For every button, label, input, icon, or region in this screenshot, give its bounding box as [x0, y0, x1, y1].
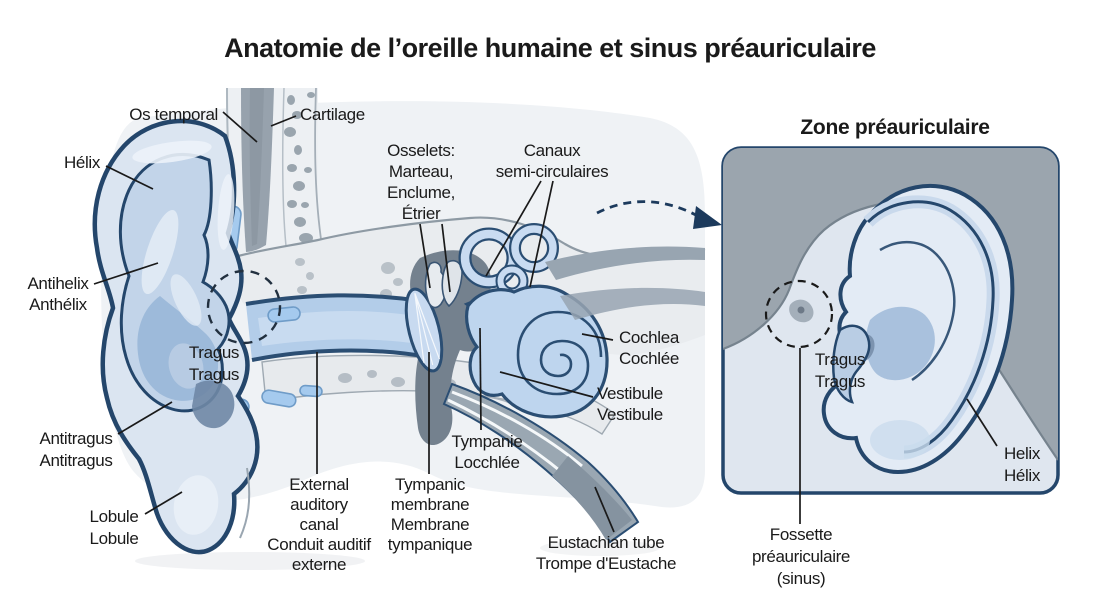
- label-lobule-en: Lobule: [90, 507, 139, 526]
- pinna: [92, 118, 260, 555]
- leader-antitragus: [117, 401, 173, 435]
- label-canals-1: Canaux: [524, 141, 581, 160]
- bone-speckles-column: [284, 92, 315, 243]
- label-cartilage: Cartilage: [300, 105, 365, 124]
- leader-lines: [93, 111, 615, 533]
- inset-dashed-circle-icon: [764, 279, 834, 349]
- label-antitragus-en: Antitragus: [39, 429, 112, 448]
- inset-title: Zone préauriculaire: [800, 116, 989, 139]
- label-helix: Hélix: [64, 153, 101, 172]
- label-lobule-fr: Lobule: [90, 529, 139, 548]
- label-tympanic-membrane-4: tympanique: [388, 535, 472, 554]
- main-labels: Os temporal Cartilage Hélix Antihelix An…: [27, 105, 680, 574]
- inset-label-helix-en: Helix: [1004, 444, 1041, 463]
- leader-helix: [105, 165, 154, 190]
- label-vestibule-fr: Vestibule: [597, 405, 663, 424]
- leader-tympanic-cavity: [479, 327, 482, 431]
- label-ossicles-3: Enclume,: [387, 183, 455, 202]
- intertragic-shadow: [192, 380, 235, 429]
- inset-label-fossette-1: Fossette: [770, 525, 832, 544]
- label-external-canal-5: externe: [292, 555, 346, 574]
- inset-panel: Zone préauriculaire: [721, 116, 1060, 588]
- inner-ear: [458, 223, 609, 419]
- leader-antihelix: [93, 262, 159, 285]
- label-antitragus-fr: Antitragus: [39, 451, 112, 470]
- label-cochlea-fr: Cochlée: [619, 349, 679, 368]
- sinus-smudge: [789, 299, 814, 323]
- inset-label-fossette-3: (sinus): [777, 569, 826, 588]
- preauricular-sinus-circle-icon: [206, 269, 282, 345]
- label-ossicles-1: Osselets:: [387, 141, 455, 160]
- leader-vestibule: [499, 371, 594, 398]
- leader-eustachian: [594, 486, 615, 533]
- leader-canals-1: [485, 180, 542, 277]
- inset-antihelix-line: [879, 240, 956, 382]
- label-antihelix-en: Antihelix: [27, 274, 89, 293]
- label-tympanic-cavity-1: Tympanie: [452, 432, 523, 451]
- leader-lobule: [144, 491, 183, 515]
- label-eustachian-en: Eustachian tube: [548, 533, 665, 552]
- inset-concha-shape: [865, 306, 935, 381]
- inset-label-fossette-2: préauriculaire: [752, 547, 850, 566]
- label-tympanic-membrane-3: Membrane: [391, 515, 469, 534]
- label-antihelix-fr: Anthélix: [29, 295, 88, 314]
- inset-label-tragus-fr: Tragus: [815, 372, 865, 391]
- label-ossicles-4: Étrier: [402, 204, 441, 223]
- inset-labels: Tragus Tragus Helix Hélix Fossette préau…: [752, 350, 1041, 588]
- vestibule-cochlea-shape: [464, 284, 609, 419]
- pinna-highlights: [132, 140, 235, 535]
- label-external-canal-3: canal: [300, 515, 339, 534]
- leader-cartilage: [270, 115, 297, 127]
- label-vestibule-en: Vestibule: [597, 384, 663, 403]
- label-tympanic-membrane-1: Tympanic: [395, 475, 466, 494]
- label-ossicles-2: Marteau,: [389, 162, 453, 181]
- label-external-canal-1: External: [289, 475, 349, 494]
- tympanic-membrane-shape: [404, 287, 444, 373]
- temporal-bone-column: [226, 87, 323, 261]
- eustachian-tube: [442, 382, 640, 544]
- label-tympanic-cavity-2: Locchlée: [454, 453, 519, 472]
- cochlea-spiral-shape: [516, 310, 603, 396]
- lobule-fold-line: [239, 467, 251, 539]
- label-canals-2: semi-circulaires: [496, 162, 608, 181]
- label-eustachian-fr: Trompe d'Eustache: [536, 554, 676, 573]
- label-tragus-fr: Tragus: [189, 365, 239, 384]
- label-os-temporal: Os temporal: [129, 105, 218, 124]
- label-external-canal-4: Conduit auditif: [267, 535, 371, 554]
- leader-os-temporal: [222, 111, 258, 143]
- inset-tragus-shape: [832, 324, 871, 404]
- inset-label-tragus-en: Tragus: [815, 350, 865, 369]
- main-diagram: Os temporal Cartilage Hélix Antihelix An…: [27, 87, 722, 574]
- label-cochlea-en: Cochlea: [619, 328, 680, 347]
- inset-ear: [821, 183, 1015, 475]
- leader-canals-2: [529, 180, 554, 288]
- inset-lobule-highlight: [870, 420, 930, 460]
- inset-helix-inner-line: [866, 200, 995, 454]
- leader-cochlea: [581, 333, 614, 341]
- zoom-arrow-icon: [596, 200, 722, 229]
- inset-label-helix-fr: Hélix: [1004, 466, 1041, 485]
- leader-ossicles-1: [419, 223, 431, 289]
- figure-title: Anatomie de l’oreille humaine et sinus p…: [224, 33, 876, 63]
- bone-prongs: [545, 246, 705, 320]
- hair-shape: [723, 148, 1058, 460]
- label-external-canal-2: auditory: [290, 495, 349, 514]
- leader-inset-helix: [966, 398, 998, 447]
- leader-ossicles-2: [441, 223, 451, 293]
- label-tympanic-membrane-2: membrane: [391, 495, 469, 514]
- label-tragus-en: Tragus: [189, 343, 239, 362]
